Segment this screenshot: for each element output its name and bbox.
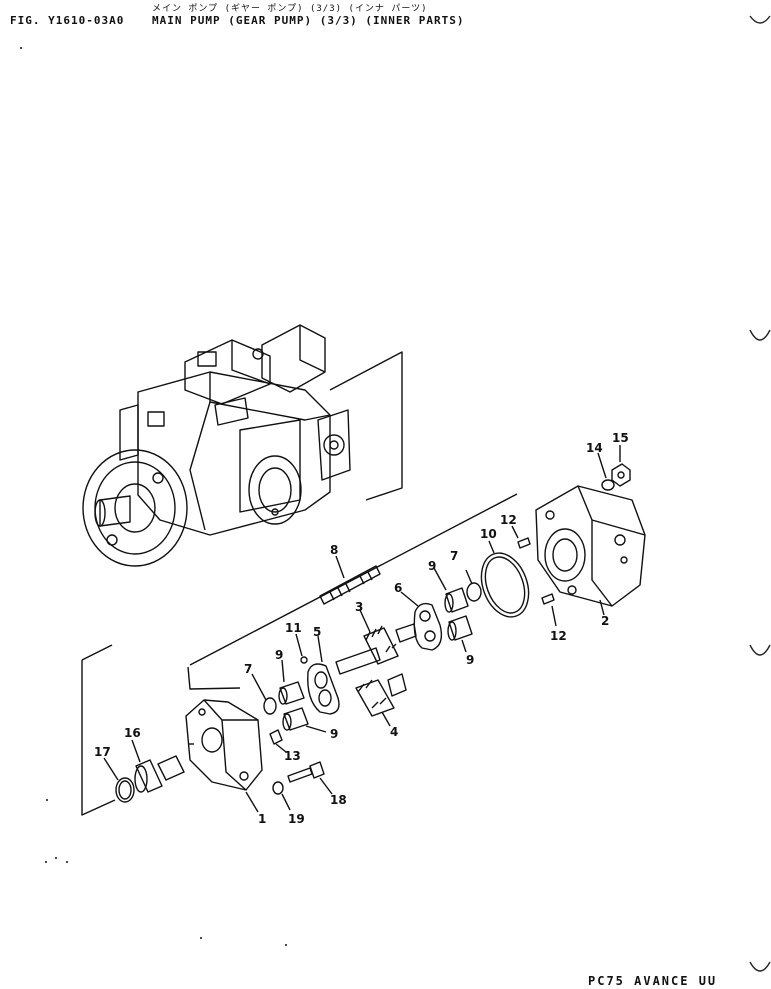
callout-3: 3: [355, 600, 363, 614]
front-wear-plate-part: [307, 663, 340, 715]
title-japanese: メイン ポンプ (ギヤー ポンプ) (3/3) (インナ パーツ): [152, 4, 428, 14]
callout-7: 7: [450, 549, 458, 563]
wear-plate-part: [413, 602, 443, 651]
callout-1: 1: [258, 812, 266, 826]
model-footer: PC75 AVANCE UU: [588, 974, 718, 988]
figure-id: FIG. Y1610-03A0: [10, 14, 125, 27]
ball-part: [300, 656, 308, 664]
callout-18: 18: [330, 793, 347, 807]
binder-hole-mark: [749, 329, 771, 341]
front-cover-part: [185, 699, 263, 791]
main-pump-assembly: [82, 324, 403, 567]
callout-5: 5: [313, 625, 321, 639]
binder-hole-mark: [749, 644, 771, 656]
seal-ring-part: [263, 697, 277, 715]
callout-8: 8: [330, 543, 338, 557]
seal-ring-part: [466, 582, 482, 602]
callout-6: 6: [394, 581, 402, 595]
callout-11: 11: [285, 621, 302, 635]
oil-seal-part: [134, 755, 185, 793]
stud-part: [319, 565, 381, 605]
dowel-pin-part: [517, 537, 531, 549]
callout-9: 9: [330, 727, 338, 741]
driven-gear-part: [355, 673, 407, 717]
binder-hole-mark: [749, 961, 771, 972]
dowel-pin-part: [541, 593, 555, 605]
rear-housing-part: [535, 485, 646, 616]
callout-7: 7: [244, 662, 252, 676]
washer-part: [272, 781, 284, 795]
bushing-part: [282, 707, 309, 731]
binder-hole-mark: [749, 15, 771, 24]
callout-14: 14: [586, 441, 603, 455]
callout-16: 16: [124, 726, 141, 740]
callout-9: 9: [466, 653, 474, 667]
title-english: MAIN PUMP (GEAR PUMP) (3/3) (INNER PARTS…: [152, 14, 465, 27]
callout-10: 10: [480, 527, 497, 541]
callout-4: 4: [390, 725, 398, 739]
nut-part: [611, 463, 631, 487]
callout-12: 12: [550, 629, 567, 643]
bushing-part: [444, 587, 469, 613]
callout-2: 2: [601, 614, 609, 628]
callout-9: 9: [275, 648, 283, 662]
callout-13: 13: [284, 749, 301, 763]
o-ring-part: [480, 552, 530, 618]
callout-9: 9: [428, 559, 436, 573]
plug-part: [269, 729, 283, 745]
bushing-part: [447, 615, 473, 641]
assembly-bracket-line: [187, 666, 241, 690]
callout-15: 15: [612, 431, 629, 445]
assembly-bracket-line: [81, 644, 113, 661]
snap-ring-part: [115, 777, 135, 803]
drive-gear-part: [335, 623, 417, 675]
callout-12: 12: [500, 513, 517, 527]
callout-19: 19: [288, 812, 305, 826]
assembly-bracket-line: [81, 660, 116, 816]
callout-17: 17: [94, 745, 111, 759]
bushing-part: [278, 681, 305, 705]
bolt-part: [287, 761, 325, 783]
washer-part: [601, 479, 615, 491]
assembly-bracket-line: [189, 493, 518, 666]
